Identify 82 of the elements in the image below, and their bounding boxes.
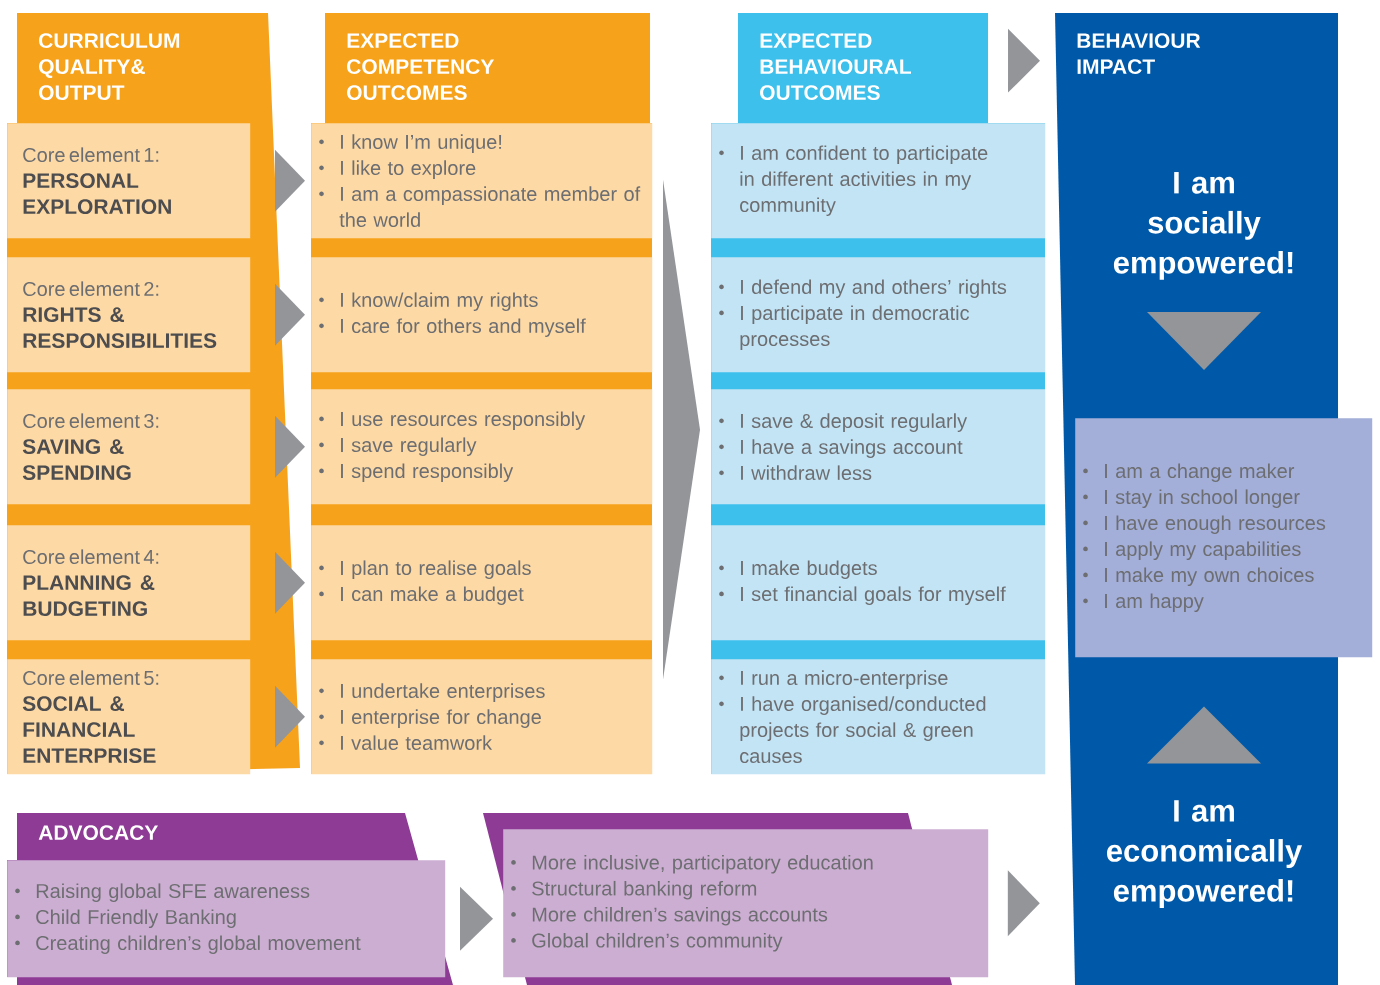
- bullet-item: I am a change maker: [1083, 463, 1295, 483]
- content-box: [7, 389, 251, 505]
- bullet-item: I can make a budget: [319, 586, 524, 606]
- bullet-item: I am a compassionate member of the world: [319, 186, 641, 228]
- bullet-item: I care for others and myself: [319, 318, 586, 338]
- bullet-item: I save & deposit regularly: [719, 413, 968, 432]
- bullet-item: I apply my capabilities: [1083, 541, 1301, 561]
- arrow: [1006, 28, 1040, 93]
- content-box: [311, 525, 653, 641]
- bullet-item: I like to explore: [319, 160, 476, 179]
- content-box: [7, 257, 251, 373]
- bullet-item: Creating children’s global movement: [15, 935, 361, 955]
- bullet-item: I plan to realise goals: [319, 560, 531, 580]
- bullet-item: Child Friendly Banking: [15, 909, 236, 929]
- bullet-item: I have enough resources: [1083, 515, 1326, 535]
- content-box: [311, 659, 653, 775]
- content-box: [311, 257, 653, 373]
- arrow: [458, 886, 493, 951]
- bullet-item: I defend my and others’ rights: [719, 279, 1007, 299]
- arrow: [273, 415, 305, 478]
- content-box: [503, 829, 989, 978]
- arrow: [1147, 706, 1261, 765]
- bullet-item: I am happy: [1083, 593, 1204, 613]
- arrow: [1007, 870, 1040, 937]
- content-box: [711, 525, 1046, 641]
- bullet-item: More inclusive, participatory education: [511, 854, 873, 874]
- arrow: [273, 551, 305, 614]
- header-text: BEHAVIOUR IMPACT: [1077, 33, 1201, 75]
- content-box: [711, 659, 1046, 775]
- arrow: [273, 283, 305, 346]
- content-box: [311, 389, 653, 505]
- bullet-item: I set financial goals for myself: [719, 586, 1006, 606]
- bullet-item: I have organised/conducted projects for social & green causes: [719, 696, 986, 764]
- content-box: [311, 123, 653, 239]
- bullet-item: I run a micro-enterprise: [719, 670, 948, 689]
- bullet-item: I enterprise for change: [319, 709, 541, 728]
- bullet-item: I spend responsibly: [319, 463, 514, 483]
- content-box: [7, 525, 251, 641]
- core-element-title: RIGHTS & RESPONSIBILITIES: [23, 307, 217, 349]
- bullet-item: I am confident to participate in different activities in my community: [719, 145, 988, 217]
- core-element-title: PLANNING & BUDGETING: [23, 575, 155, 617]
- bullet-item: Global children’s community: [511, 932, 783, 952]
- bullet-item: More children’s savings accounts: [511, 906, 828, 926]
- content-box: [7, 860, 446, 978]
- arrow: [1147, 310, 1261, 370]
- content-box: [7, 659, 251, 775]
- bullet-item: I make budgets: [719, 560, 877, 580]
- core-element-label: Core element 5:: [23, 670, 159, 686]
- core-element-title: SOCIAL & FINANCIAL ENTERPRISE: [22, 696, 156, 764]
- core-element-label: Core element 4:: [23, 549, 159, 565]
- bullet-item: I value teamwork: [319, 735, 493, 751]
- bullet-item: I make my own choices: [1083, 567, 1314, 587]
- content-box: [711, 257, 1046, 373]
- core-element-title: PERSONAL EXPLORATION: [23, 173, 171, 215]
- bullet-item: I undertake enterprises: [319, 683, 545, 702]
- header-text: EXPECTED BEHAVIOURAL OUTCOMES: [760, 33, 911, 101]
- header-text: EXPECTED COMPETENCY OUTCOMES: [347, 33, 495, 101]
- bullet-item: I know I’m unique!: [319, 134, 502, 153]
- core-element-label: Core element 3:: [23, 413, 159, 429]
- bullet-item: Raising global SFE awareness: [15, 883, 310, 903]
- bullet-item: I have a savings account: [719, 439, 963, 458]
- content-box: [7, 123, 251, 239]
- bullet-item: I know/claim my rights: [319, 292, 538, 312]
- bullet-item: I withdraw less: [719, 465, 872, 481]
- bullet-item: I save regularly: [319, 437, 477, 457]
- arrow: [273, 149, 305, 212]
- arrow: [273, 685, 305, 748]
- core-element-label: Core element 1:: [23, 147, 159, 163]
- bullet-item: I participate in democratic processes: [719, 305, 970, 351]
- arrow: [661, 179, 700, 680]
- content-box: [711, 123, 1046, 239]
- content-box: [1075, 418, 1373, 658]
- content-box: [711, 389, 1046, 505]
- bullet-item: I stay in school longer: [1083, 489, 1300, 509]
- bullet-item: Structural banking reform: [511, 880, 757, 900]
- header-text: ADVOCACY: [38, 825, 159, 841]
- core-element-title: SAVING & SPENDING: [22, 439, 131, 481]
- statement-text: I am economically empowered!: [1107, 800, 1303, 908]
- bullet-item: I use resources responsibly: [319, 411, 586, 431]
- statement-text: I am socially empowered!: [1113, 172, 1293, 280]
- header-text: CURRICULUM QUALITY& OUTPUT: [39, 33, 180, 101]
- core-element-label: Core element 2:: [23, 281, 159, 297]
